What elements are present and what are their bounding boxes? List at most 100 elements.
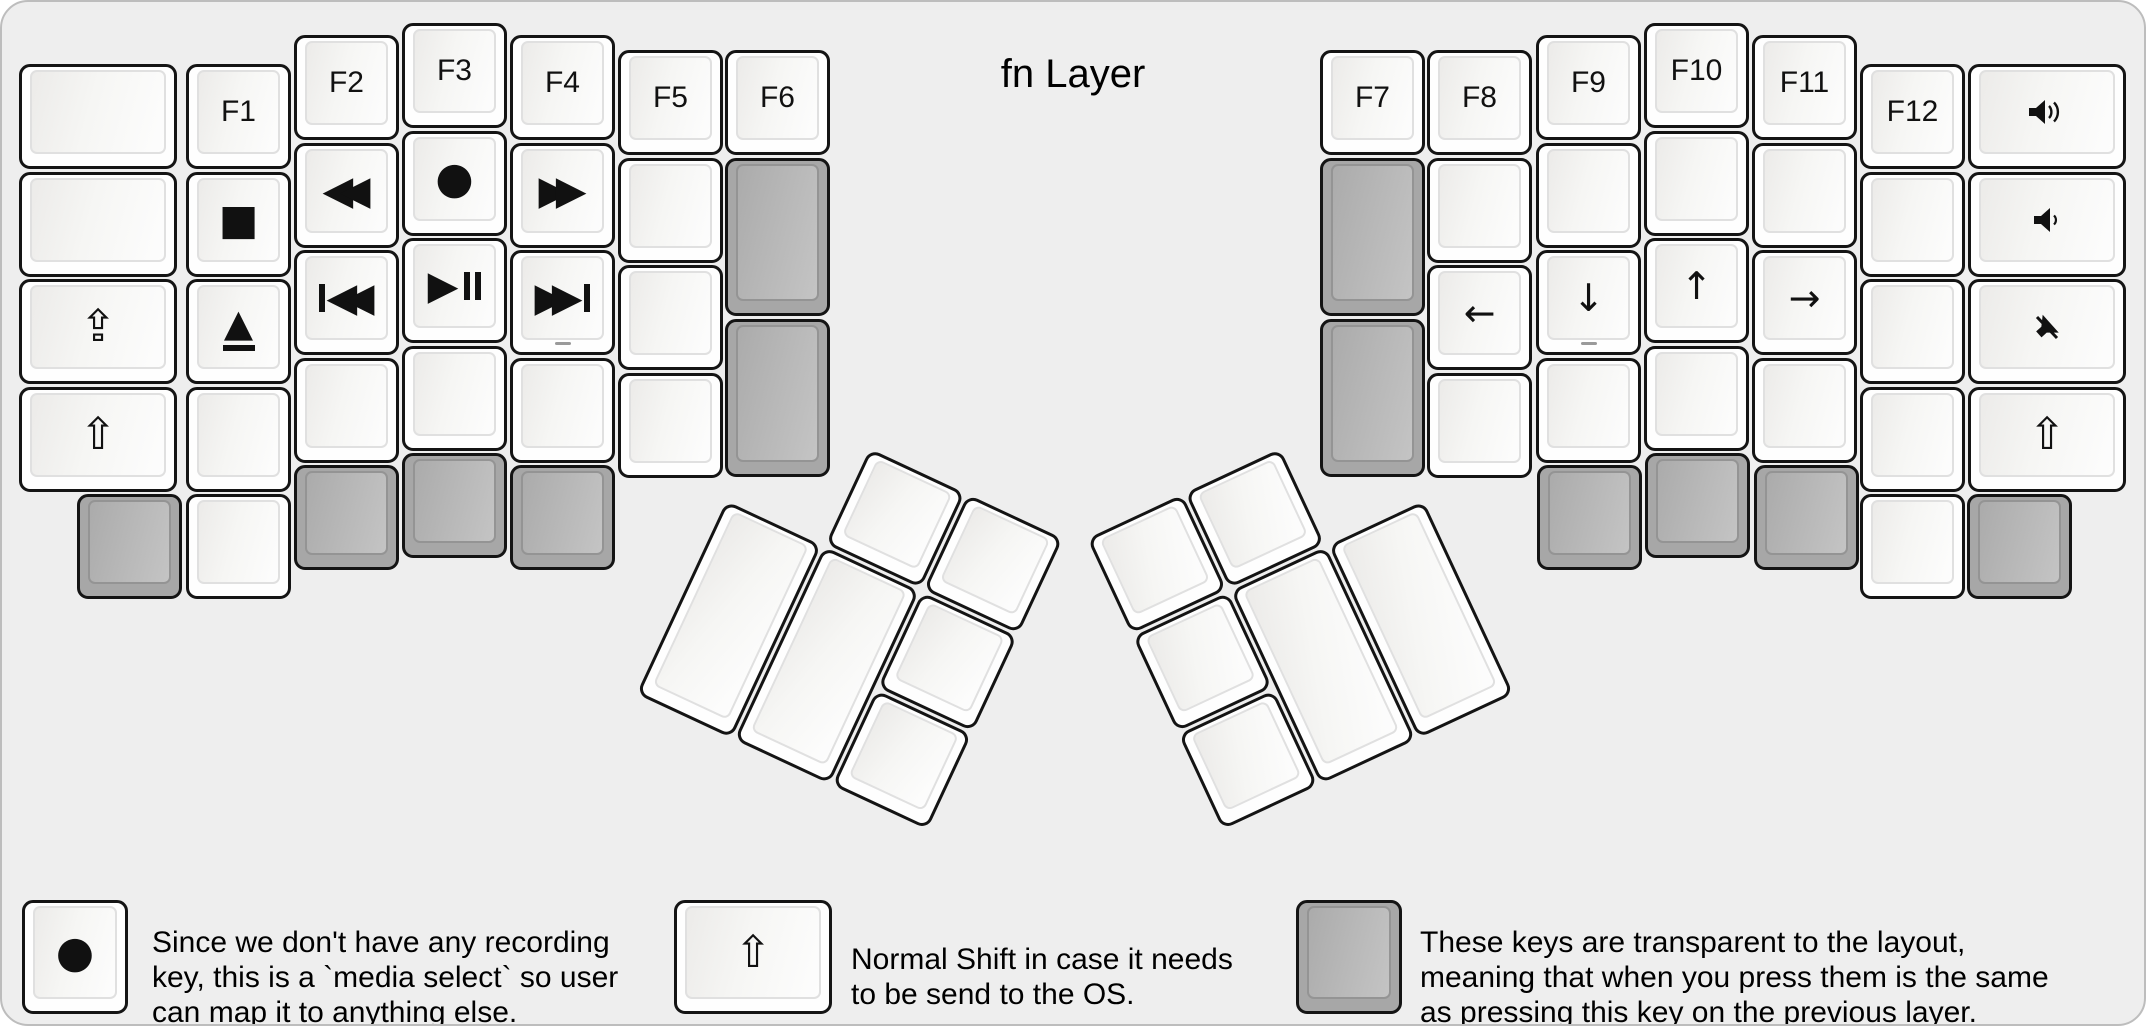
key-f6[interactable]: F6 xyxy=(725,50,830,155)
key-label: F3 xyxy=(436,54,472,87)
key-f10[interactable]: F10 xyxy=(1644,23,1749,128)
key-arrow-down[interactable]: ↓ xyxy=(1536,250,1641,355)
keycap-top xyxy=(1655,352,1738,436)
key-blank[interactable] xyxy=(294,358,399,463)
keycap-top xyxy=(1871,500,1954,584)
key-shift[interactable]: ⇧ xyxy=(1968,387,2126,492)
keycap-top: ◀◀ xyxy=(305,149,388,233)
key-f9[interactable]: F9 xyxy=(1536,35,1641,140)
keycap-top xyxy=(1871,178,1954,262)
arrow-down-icon: ↓ xyxy=(1572,276,1605,320)
volume-down-icon xyxy=(2029,205,2065,235)
key-f7[interactable]: F7 xyxy=(1320,50,1425,155)
key-blank[interactable] xyxy=(1427,373,1532,478)
key-stop[interactable]: ■ xyxy=(186,172,291,277)
keycap-top xyxy=(1655,137,1738,221)
key-blank[interactable] xyxy=(1427,158,1532,263)
key-blank[interactable] xyxy=(1860,494,1965,599)
key-blank[interactable] xyxy=(1644,346,1749,451)
volume-up-icon xyxy=(2026,97,2068,127)
keycap-top xyxy=(1438,379,1521,463)
key-transparent[interactable] xyxy=(725,319,830,477)
keycap-top: ◀◀ xyxy=(305,256,388,340)
keycap-top xyxy=(413,352,496,436)
key-blank[interactable] xyxy=(1860,279,1965,384)
key-blank[interactable] xyxy=(1644,131,1749,236)
keycap-top xyxy=(305,364,388,448)
key-f1[interactable]: F1 xyxy=(186,64,291,169)
key-transparent[interactable] xyxy=(1320,319,1425,477)
key-blank[interactable] xyxy=(1860,172,1965,277)
key-blank[interactable] xyxy=(510,358,615,463)
key-eject[interactable]: ▲ xyxy=(186,279,291,384)
key-arrow-up[interactable]: ↑ xyxy=(1644,238,1749,343)
key-blank[interactable] xyxy=(1752,358,1857,463)
key-transparent[interactable] xyxy=(294,465,399,570)
legend-line: as pressing this key on the previous lay… xyxy=(1420,996,1977,1026)
key-mute[interactable] xyxy=(1968,279,2126,384)
key-f4[interactable]: F4 xyxy=(510,35,615,140)
key-fast-forward[interactable]: ▶▶ xyxy=(510,143,615,248)
keycap-top xyxy=(1763,149,1846,233)
legend-line: key, this is a `media select` so user xyxy=(152,961,619,994)
key-blank[interactable] xyxy=(186,494,291,599)
key-blank[interactable] xyxy=(1536,143,1641,248)
keycap-top: ▶▶ xyxy=(521,256,604,340)
key-blank[interactable] xyxy=(1860,387,1965,492)
key-f2[interactable]: F2 xyxy=(294,35,399,140)
keycap-top: F7 xyxy=(1331,56,1414,140)
legend-key-transparent[interactable] xyxy=(1296,900,1402,1014)
key-record[interactable]: ● xyxy=(402,131,507,236)
key-transparent[interactable] xyxy=(1320,158,1425,316)
key-shift[interactable]: ⇧ xyxy=(19,387,177,492)
key-transparent[interactable] xyxy=(1967,494,2072,599)
key-transparent[interactable] xyxy=(1754,465,1859,570)
legend-key-shift[interactable]: ⇧ xyxy=(674,900,832,1014)
keycap-top: ● xyxy=(33,906,117,999)
key-f11[interactable]: F11 xyxy=(1752,35,1857,140)
key-volume-down[interactable] xyxy=(1968,172,2126,277)
key-prev-track[interactable]: ◀◀ xyxy=(294,250,399,355)
key-transparent[interactable] xyxy=(77,494,182,599)
key-arrow-left[interactable]: ← xyxy=(1427,265,1532,370)
key-f3[interactable]: F3 xyxy=(402,23,507,128)
key-blank[interactable] xyxy=(19,172,177,277)
keycap-top xyxy=(1331,164,1414,301)
key-volume-up[interactable] xyxy=(1968,64,2126,169)
key-transparent[interactable] xyxy=(1537,465,1642,570)
key-blank[interactable] xyxy=(618,158,723,263)
legend-line: Normal Shift in case it needs xyxy=(851,943,1233,976)
keycap-top: ▲ xyxy=(197,285,280,369)
key-f12[interactable]: F12 xyxy=(1860,64,1965,169)
key-rewind[interactable]: ◀◀ xyxy=(294,143,399,248)
keycap-top xyxy=(629,379,712,463)
key-transparent[interactable] xyxy=(402,453,507,558)
key-blank[interactable] xyxy=(186,387,291,492)
key-f8[interactable]: F8 xyxy=(1427,50,1532,155)
keycap-top xyxy=(1979,70,2115,154)
key-f5[interactable]: F5 xyxy=(618,50,723,155)
key-blank[interactable] xyxy=(618,373,723,478)
key-caps-lock[interactable]: ⇪ xyxy=(19,279,177,384)
key-transparent[interactable] xyxy=(725,158,830,316)
key-transparent[interactable] xyxy=(1645,453,1750,558)
key-blank[interactable] xyxy=(618,265,723,370)
key-label: F11 xyxy=(1779,66,1830,99)
keycap-top xyxy=(1871,393,1954,477)
legend-key-record[interactable]: ● xyxy=(22,900,128,1014)
key-transparent[interactable] xyxy=(510,465,615,570)
keycap-top: F10 xyxy=(1655,29,1738,113)
key-next-track[interactable]: ▶▶ xyxy=(510,250,615,355)
key-blank[interactable] xyxy=(1752,143,1857,248)
key-play-pause[interactable]: ▶ xyxy=(402,238,507,343)
key-blank[interactable] xyxy=(402,346,507,451)
homing-bar xyxy=(554,342,571,345)
key-arrow-right[interactable]: → xyxy=(1752,250,1857,355)
keycap-top xyxy=(88,500,171,584)
legend-note-record: Since we don't have any recording key, t… xyxy=(152,925,619,1024)
keycap-top xyxy=(939,504,1051,616)
key-blank[interactable] xyxy=(1536,358,1641,463)
key-blank[interactable] xyxy=(19,64,177,169)
key-label: F12 xyxy=(1886,95,1939,128)
